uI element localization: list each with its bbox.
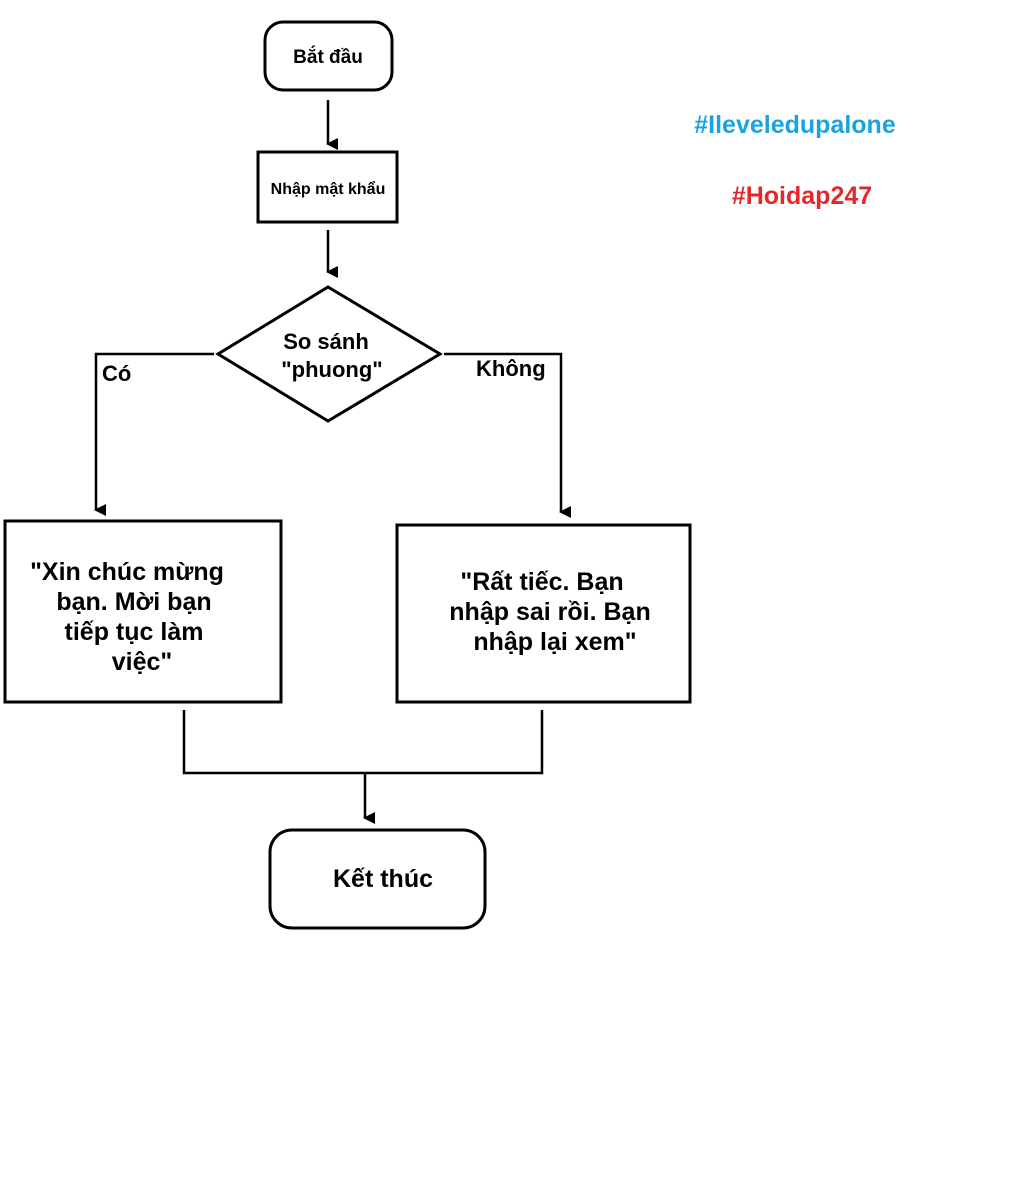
failure-line-3: nhập lại xem" [473,628,636,656]
end-label: Kết thúc [333,865,433,893]
end-terminator [268,828,487,930]
branch-no-label: Không [476,356,546,381]
success-line-3: tiếp tục làm [65,618,204,646]
failure-message-box [395,523,692,704]
success-line-1: "Xin chúc mừng [30,558,224,586]
watermark-tag-2: #Hoidap247 [732,182,872,210]
failure-line-1: "Rất tiếc. Bạn [460,568,623,596]
input-process-box [256,150,399,224]
decision-diamond [215,285,443,423]
connector-no-branch [444,352,571,518]
success-line-2: bạn. Mời bạn [56,588,211,616]
connector-yes-branch [94,352,214,516]
success-message-box [3,519,283,704]
branch-yes-label: Có [102,361,131,386]
connector-merge [182,710,544,775]
decision-label-line-2: "phuong" [281,357,383,382]
start-terminator [263,20,394,92]
input-label: Nhập mật khẩu [271,180,386,198]
failure-line-2: nhập sai rồi. Bạn [449,598,650,626]
success-line-4: việc" [112,648,173,676]
start-label: Bắt đầu [293,46,363,68]
decision-label-line-1: So sánh [283,329,369,354]
watermark-tag-1: #Ileveledupalone [694,111,896,139]
